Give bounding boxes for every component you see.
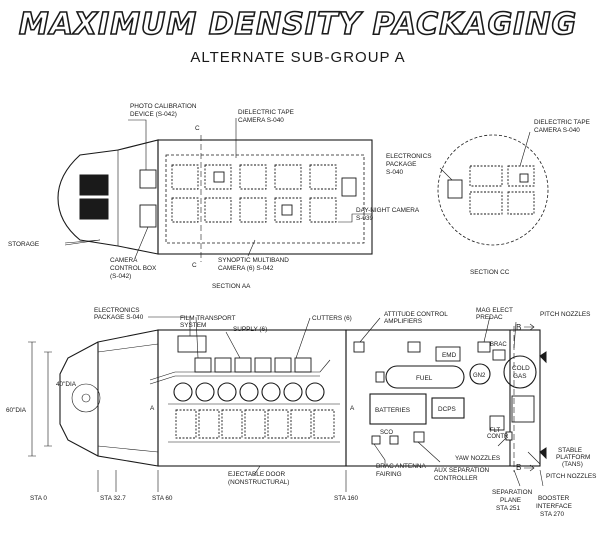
side-cutters-label: CUTTERS (6) — [312, 315, 352, 322]
side-mag-elect-label-1: MAG ELECT — [476, 307, 513, 314]
section-aa-drawing: C C — [57, 118, 373, 269]
side-ejectable-door-label-2: (NONSTRUCTURAL) — [228, 479, 289, 486]
aa-synoptic-label-1: SYNOPTIC MULTIBAND — [218, 257, 289, 264]
side-booster-interface-label-3: STA 270 — [540, 511, 564, 518]
side-transition — [97, 329, 159, 467]
aa-photo-calibration-label-2: DEVICE (S-042) — [130, 111, 177, 118]
side-b-marker-bottom: B — [516, 463, 521, 472]
side-flt-label-2: CONTR — [487, 434, 509, 440]
aa-camera-control-label-1: CAMERA — [110, 257, 138, 264]
side-stable-platform-label-1: STABLE — [558, 447, 582, 454]
side-b-marker-top: B — [516, 323, 521, 332]
aa-camera-control-label-2: CONTROL BOX — [110, 265, 157, 272]
aa-c-marker-top: C — [195, 125, 200, 132]
station-32-7-label: STA 32.7 — [100, 495, 126, 502]
side-sco-label: SCO — [380, 430, 393, 436]
side-supply-boxes — [194, 357, 312, 373]
side-attitude-label-1: ATTITUDE CONTROL — [384, 311, 448, 318]
section-cc-drawing — [437, 131, 549, 246]
cc-outer-circle — [437, 134, 549, 246]
side-dcps-label: DCPS — [438, 406, 456, 413]
side-yaw-nozzles-label: YAW NOZZLES — [455, 455, 500, 462]
side-dcps-box — [431, 397, 465, 419]
cc-dielectric-label-1: DIELECTRIC TAPE — [534, 119, 590, 126]
side-60-dia-label: 60"DIA — [6, 407, 27, 414]
cc-electronics-label-2: PACKAGE — [386, 161, 416, 168]
side-aux-separation-label-1: AUX SEPARATION — [434, 467, 490, 474]
aa-main-body — [157, 139, 373, 255]
side-stable-platform-label-2: PLATFORM — [556, 454, 590, 461]
side-booster-interface-label-1: BOOSTER — [538, 495, 570, 502]
station-60-label: STA 60 — [152, 495, 173, 502]
aa-dielectric-label-2: CAMERA S-040 — [238, 117, 284, 124]
side-nose-cone — [59, 341, 99, 457]
side-cold-gas-label-1: COLD — [512, 365, 530, 372]
aa-c-marker-bottom: C — [192, 262, 197, 269]
side-pitch-nozzles-bottom-label: PITCH NOZZLES — [546, 473, 596, 480]
aa-day-night-label-1: DAY-NIGHT CAMERA — [356, 207, 420, 214]
aa-storage-box-2 — [79, 198, 109, 220]
aa-camera-control-box — [139, 204, 157, 228]
side-fuel-tank — [385, 365, 465, 389]
side-separation-plane-label-3: STA 251 — [496, 505, 520, 512]
side-emd-label: EMD — [442, 352, 457, 359]
side-a-marker-right: A — [350, 405, 355, 412]
side-cold-gas-label-2: GAS — [513, 373, 527, 380]
cc-electronics-label-1: ELECTRONICS — [386, 153, 431, 160]
side-a-marker-left: A — [150, 405, 155, 412]
diagram-title: MAXIMUM DENSITY PACKAGING — [19, 7, 577, 42]
side-40-dia-label: 40"DIA — [56, 381, 77, 388]
cc-electronics-label-3: S-040 — [386, 169, 403, 176]
side-booster-interface-label-2: INTERFACE — [536, 503, 572, 510]
side-emd-box — [435, 346, 461, 362]
aa-camera-grid — [171, 164, 357, 223]
aa-day-night-label-2: S-039 — [356, 215, 373, 222]
side-attitude-label-2: AMPLIFIERS — [384, 318, 422, 325]
side-separation-plane-label-1: SEPARATION — [492, 489, 533, 496]
side-camera-bodies — [175, 409, 335, 439]
side-flt-label-1: FLT — [490, 428, 501, 434]
aa-storage-box-1 — [79, 174, 109, 196]
side-gn2-label: GN2 — [473, 373, 486, 379]
diagram-subtitle: ALTERNATE SUB-GROUP A — [190, 49, 405, 66]
aa-section-caption: SECTION AA — [212, 283, 251, 290]
side-reels — [173, 382, 325, 402]
side-brac-box — [492, 349, 506, 361]
side-film-transport-label-2: SYSTEM — [180, 322, 206, 329]
aa-photo-calibration-label-1: PHOTO CALIBRATION — [130, 103, 197, 110]
side-batteries-label: BATTERIES — [375, 407, 410, 414]
side-brac-antenna-label-2: FAIRING — [376, 471, 402, 478]
aa-dielectric-label-1: DIELECTRIC TAPE — [238, 109, 294, 116]
aa-storage-label: STORAGE — [8, 241, 39, 248]
side-stable-platform-label-3: (TANS) — [562, 461, 583, 468]
side-electronics-package — [177, 335, 207, 353]
side-pitch-nozzles-top-label: PITCH NOZZLES — [540, 311, 590, 318]
side-mag-elect-label-2: PREDAC — [476, 314, 503, 321]
side-supply-label: SUPPLY (6) — [233, 326, 267, 333]
aa-nose-dome — [57, 149, 119, 247]
station-160-label: STA 160 — [334, 495, 358, 502]
aa-transition — [117, 139, 159, 255]
side-electronics-label-1: ELECTRONICS — [94, 307, 139, 314]
aa-camera-control-label-3: (S-042) — [110, 273, 131, 280]
aa-synoptic-label-2: CAMERA (6) S-042 — [218, 265, 274, 272]
side-fuel-label: FUEL — [416, 375, 433, 382]
side-view-drawing — [28, 315, 547, 492]
side-batteries-box — [369, 393, 427, 425]
aa-photo-calibration-box — [139, 169, 157, 189]
side-film-transport-label-1: FILM TRANSPORT — [180, 315, 236, 322]
side-gn2-tank — [469, 363, 491, 385]
side-cold-gas-tank — [503, 355, 537, 389]
station-0-label: STA 0 — [30, 495, 47, 502]
cc-section-caption: SECTION CC — [470, 269, 510, 276]
side-aux-separation-label-2: CONTROLLER — [434, 475, 478, 482]
side-brac-label: BRAC — [490, 342, 507, 348]
cc-dielectric-label-2: CAMERA S-040 — [534, 127, 580, 134]
side-brac-antenna-label-1: BRAC ANTENNA — [376, 463, 426, 470]
side-separation-plane-label-2: PLANE — [500, 497, 521, 504]
side-ejectable-door-label-1: EJECTABLE DOOR — [228, 471, 285, 478]
side-electronics-label-2: PACKAGE S-040 — [94, 314, 144, 321]
